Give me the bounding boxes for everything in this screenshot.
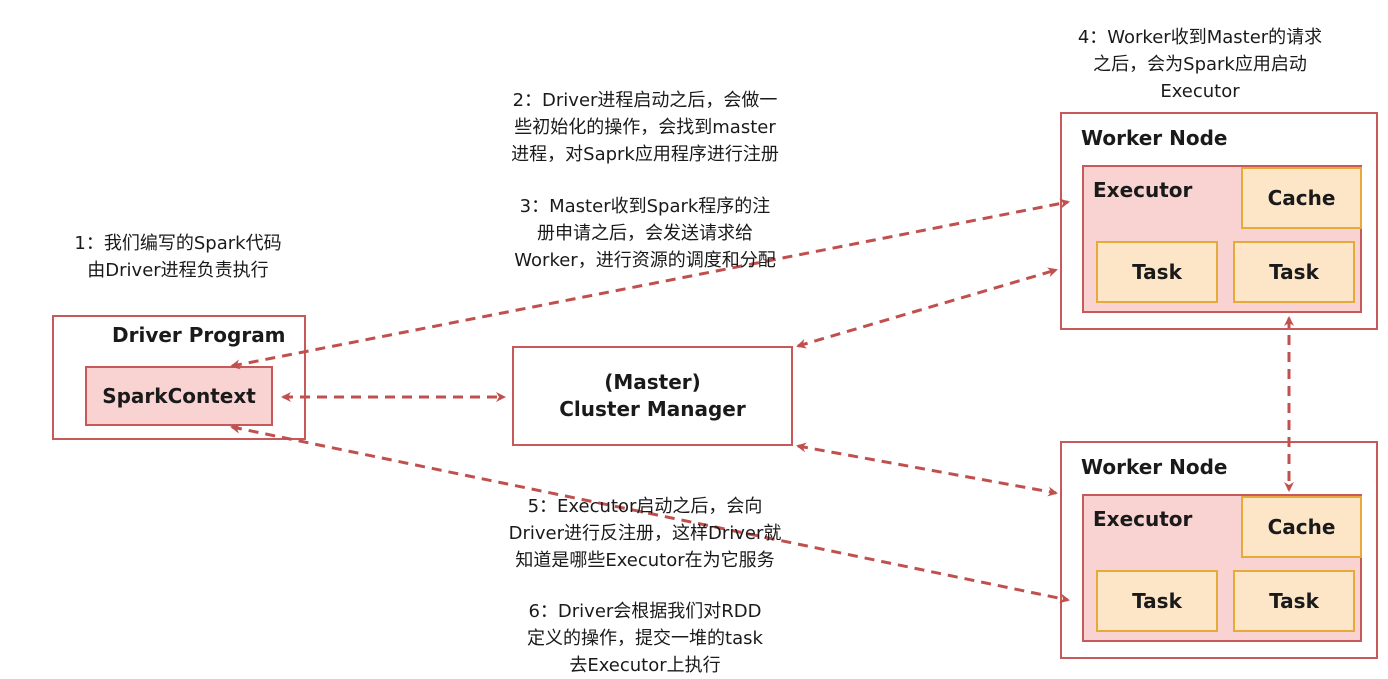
cache-label: Cache bbox=[1267, 515, 1336, 539]
cache-box: Cache bbox=[1241, 496, 1362, 558]
task-label: Task bbox=[1132, 589, 1182, 613]
worker-node-title: Worker Node bbox=[1081, 455, 1228, 479]
worker-node-box: Worker Node Executor Cache Task Task bbox=[1060, 112, 1378, 330]
executor-title: Executor bbox=[1093, 178, 1193, 202]
driver-program-box: Driver Program SparkContext bbox=[52, 315, 306, 440]
cluster-manager-label: Cluster Manager bbox=[559, 397, 746, 421]
spark-context-box: SparkContext bbox=[85, 366, 273, 426]
task-label: Task bbox=[1132, 260, 1182, 284]
driver-program-title: Driver Program bbox=[112, 323, 286, 347]
worker-node-box: Worker Node Executor Cache Task Task bbox=[1060, 441, 1378, 659]
master-label: (Master) bbox=[604, 370, 701, 394]
task-label: Task bbox=[1269, 260, 1319, 284]
cache-label: Cache bbox=[1267, 186, 1336, 210]
cache-box: Cache bbox=[1241, 167, 1362, 229]
executor-box: Executor Cache Task Task bbox=[1082, 165, 1362, 313]
cluster-manager-box: (Master) Cluster Manager bbox=[512, 346, 793, 446]
executor-title: Executor bbox=[1093, 507, 1193, 531]
task-box: Task bbox=[1096, 241, 1218, 303]
arrow-master-worker2 bbox=[796, 442, 1058, 497]
arrow-master-worker1 bbox=[796, 267, 1058, 349]
worker-node-title: Worker Node bbox=[1081, 126, 1228, 150]
executor-box: Executor Cache Task Task bbox=[1082, 494, 1362, 642]
task-label: Task bbox=[1269, 589, 1319, 613]
task-box: Task bbox=[1096, 570, 1218, 632]
spark-context-label: SparkContext bbox=[102, 384, 256, 408]
task-box: Task bbox=[1233, 241, 1355, 303]
step-1-note: 1：我们编写的Spark代码由Driver进程负责执行 bbox=[74, 233, 282, 281]
task-box: Task bbox=[1233, 570, 1355, 632]
